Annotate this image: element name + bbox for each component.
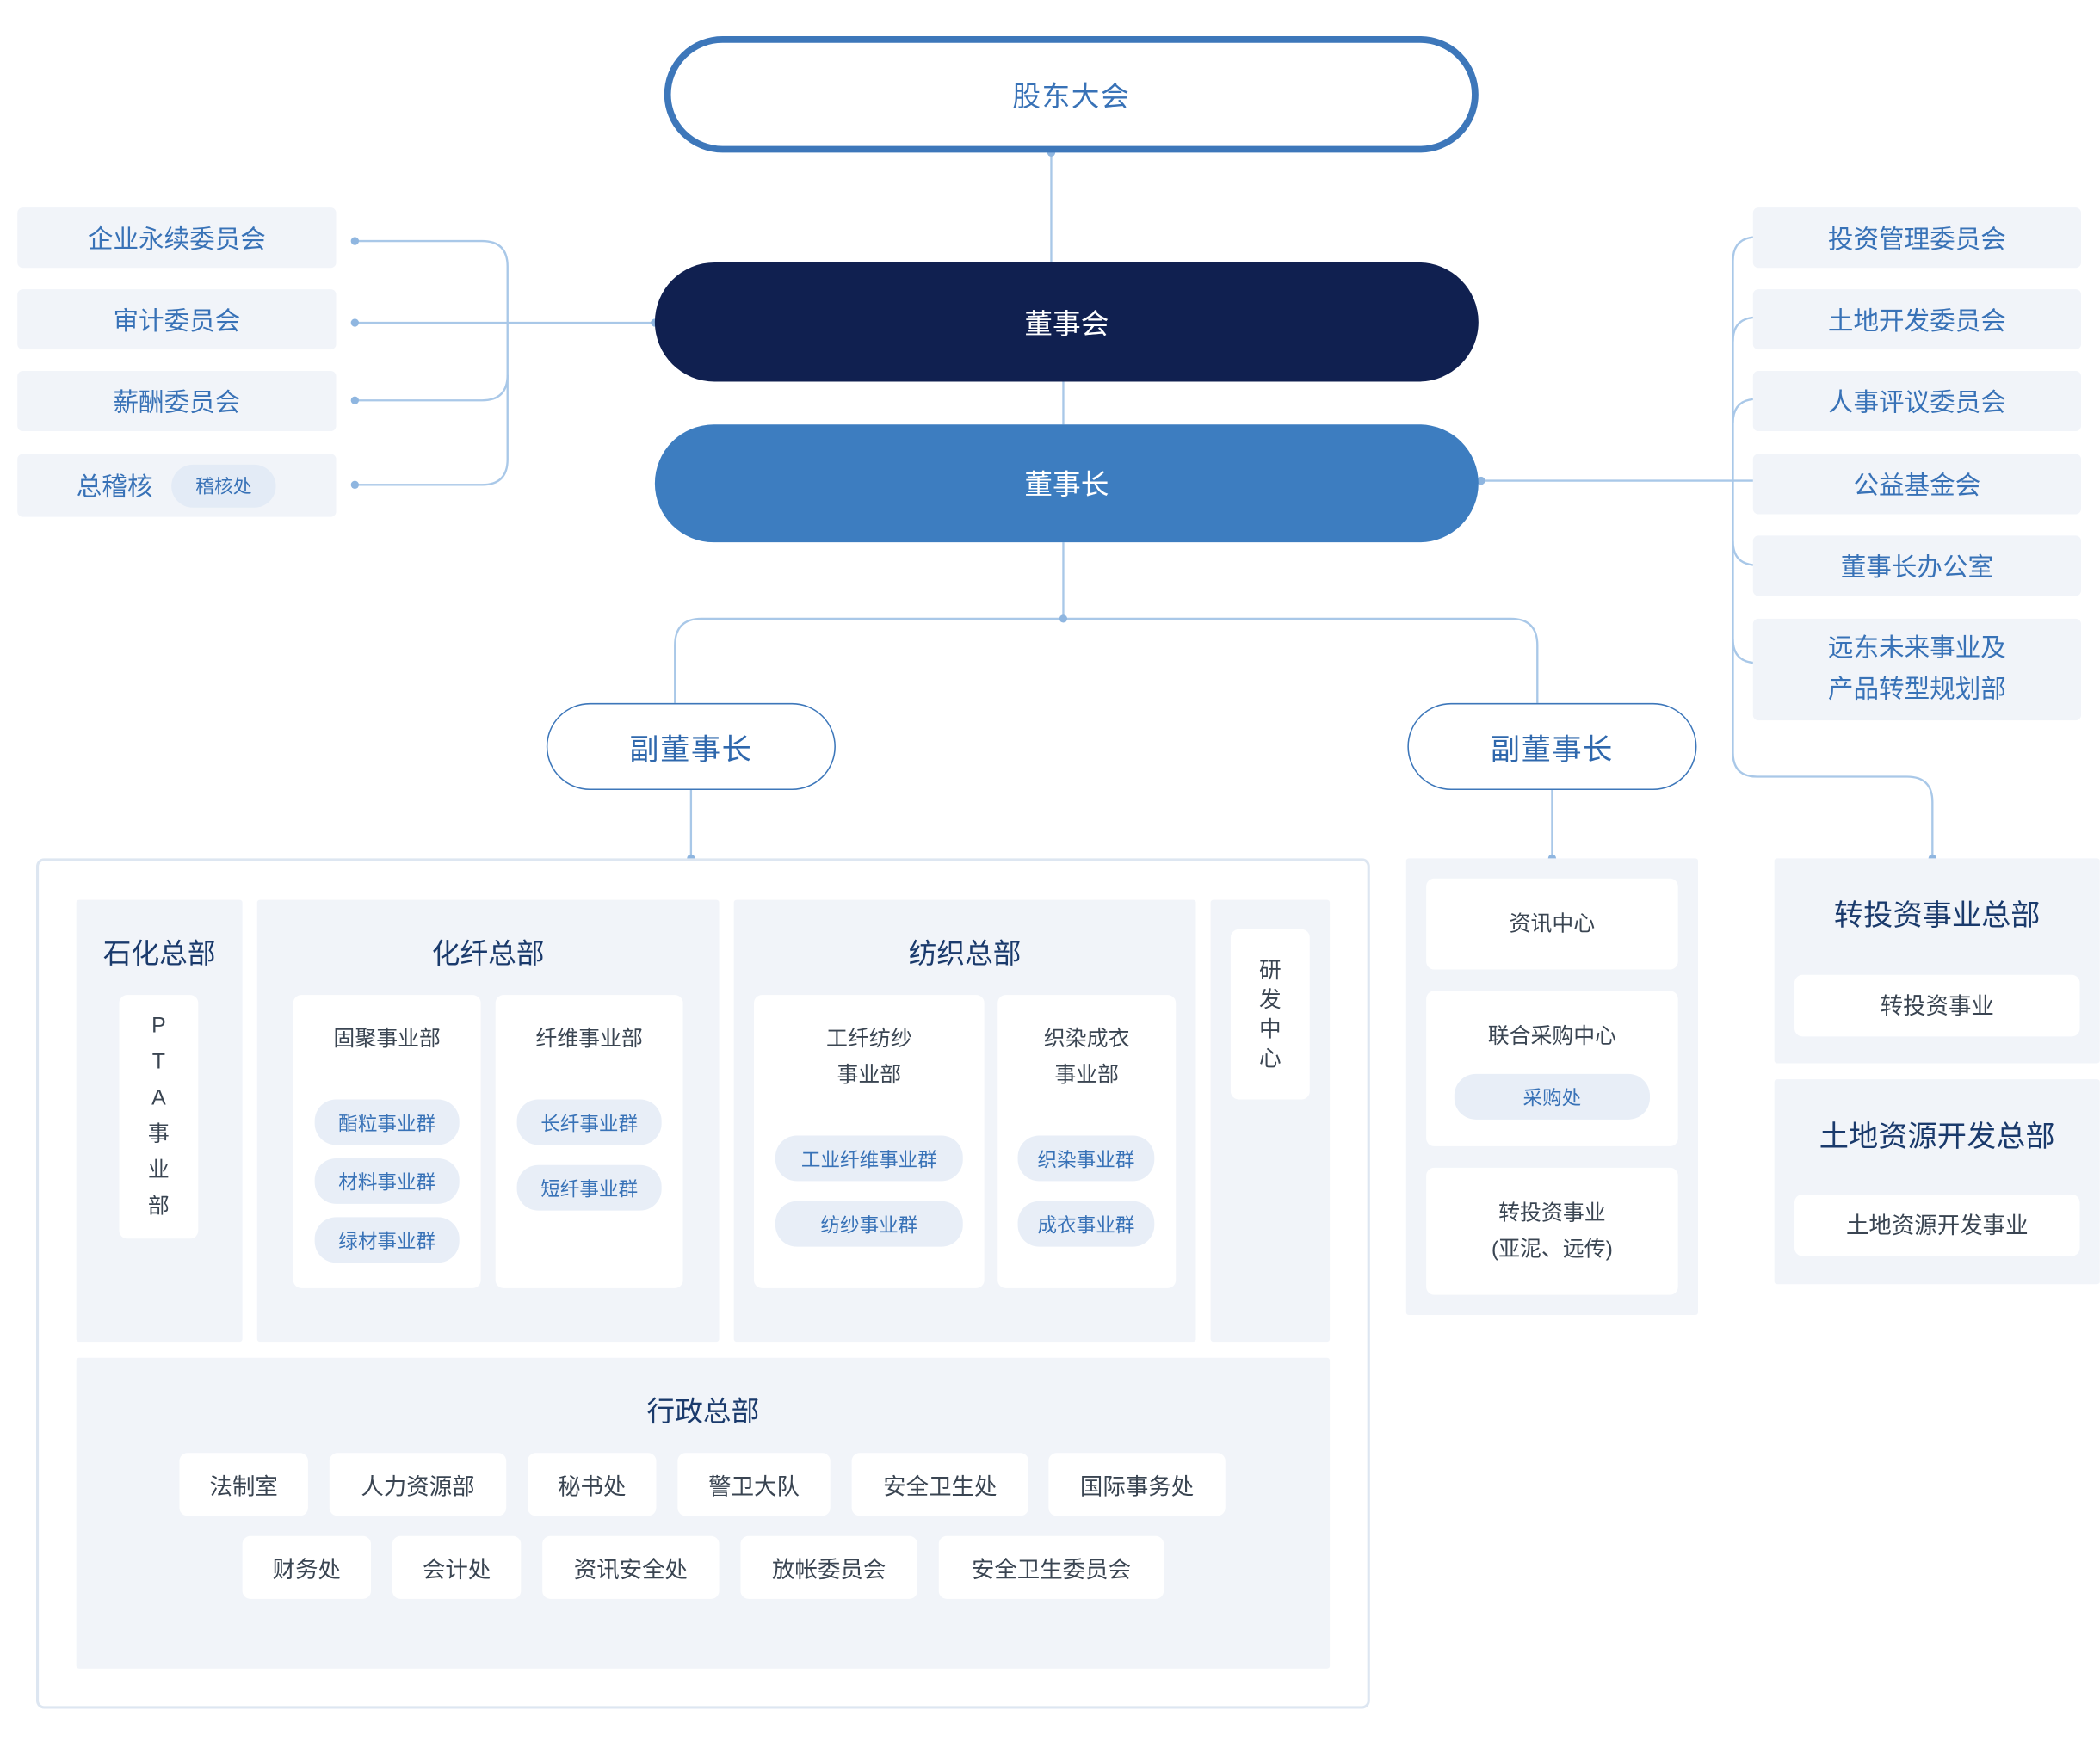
division-name: 纤维事业部 — [535, 1028, 643, 1052]
vice-chairman-label: 副董事长 — [629, 732, 753, 766]
unit-investment-committee: 投资管理委员会 — [1752, 207, 2082, 269]
investment-business-label: 转投资事业 — [1880, 992, 1994, 1019]
fiber-division: 纤维事业部 长纤事业群 短纤事业群 — [495, 995, 683, 1288]
rnd-center-label: 研 发 中 心 — [1259, 958, 1282, 1071]
admin-dept: 资讯安全处 — [542, 1535, 720, 1599]
unit-land-development-committee: 土地开发委员会 — [1752, 289, 2082, 350]
land-resources-business-label: 土地资源开发事业 — [1845, 1212, 2029, 1238]
textile-title: 纺织总部 — [908, 938, 1022, 970]
admin-dept: 放帐委员会 — [740, 1535, 917, 1599]
unit-future-planning: 远东未来事业及 产品转型规划部 — [1752, 618, 2082, 721]
chemical-fiber-title: 化纤总部 — [431, 938, 545, 970]
admin-dept: 安全卫生委员会 — [938, 1535, 1164, 1599]
administration-title: 行政总部 — [646, 1396, 760, 1428]
chief-auditor-node: 总稽核 稽核处 — [17, 454, 337, 517]
committee-compensation: 薪酬委员会 — [17, 371, 337, 432]
chemical-fiber-hq: 化纤总部 固聚事业部 酯粒事业群 材料事业群 绿材事业群 纤维事业部 长纤事业群… — [256, 899, 720, 1343]
division-name: 工纤纺纱 事业部 — [826, 1028, 912, 1088]
board-of-directors-node: 董事会 — [654, 262, 1479, 382]
unit-charity-foundation: 公益基金会 — [1752, 454, 2082, 515]
business-group-chip: 成衣事业群 — [1017, 1201, 1155, 1247]
land-resources-hq-title: 土地资源开发总部 — [1819, 1119, 2055, 1153]
info-center: 资讯中心 — [1426, 878, 1678, 970]
business-group-chip: 短纤事业群 — [516, 1164, 662, 1211]
textile-hq: 纺织总部 工纤纺纱 事业部 工业纤维事业群 纺纱事业群 织染成衣 事业部 织染事… — [733, 899, 1196, 1343]
business-group-chip: 工业纤维事业群 — [775, 1135, 963, 1182]
vice-chairman-label: 副董事长 — [1490, 732, 1614, 766]
administration-hq: 行政总部 法制室 人力资源部 秘书处 警卫大队 安全卫生处 国际事务处 财务处 … — [76, 1357, 1331, 1669]
committee-label: 薪酬委员会 — [113, 389, 241, 418]
petrochemical-hq: 石化总部 P T A 事 业 部 — [76, 899, 243, 1343]
industrial-spinning-division: 工纤纺纱 事业部 工业纤维事业群 纺纱事业群 — [754, 995, 985, 1288]
investee-business: 转投资事业 (亚泥、远传) — [1426, 1167, 1678, 1295]
admin-dept: 会计处 — [392, 1535, 522, 1599]
committee-label: 企业永续委员会 — [87, 225, 266, 255]
chairman-label: 董事长 — [1024, 470, 1109, 501]
committee-label: 审计委员会 — [113, 307, 241, 336]
info-center-label: 资讯中心 — [1509, 912, 1596, 935]
admin-dept: 人力资源部 — [329, 1453, 507, 1516]
investment-hq: 转投资事业总部 转投资事业 — [1774, 858, 2100, 1064]
unit-label-line1: 远东未来事业及 — [1827, 634, 2006, 664]
admin-dept: 法制室 — [179, 1453, 308, 1516]
unit-label: 董事长办公室 — [1840, 554, 1994, 583]
shareholders-meeting-label: 股东大会 — [1012, 81, 1131, 112]
unit-label: 公益基金会 — [1853, 472, 1981, 501]
admin-dept: 秘书处 — [528, 1453, 657, 1516]
unit-label: 投资管理委员会 — [1827, 225, 2006, 255]
admin-dept: 警卫大队 — [677, 1453, 831, 1516]
investment-business: 转投资事业 — [1794, 974, 2080, 1037]
vice-chairman-left: 副董事长 — [546, 702, 836, 791]
division-name: 固聚事业部 — [333, 1028, 441, 1052]
petrochemical-title: 石化总部 — [102, 938, 216, 970]
land-resources-business: 土地资源开发事业 — [1794, 1194, 2080, 1256]
division-name: 织染成衣 事业部 — [1043, 1028, 1130, 1088]
polymer-division: 固聚事业部 酯粒事业群 材料事业群 绿材事业群 — [293, 995, 481, 1288]
vice-chairman-right: 副董事长 — [1407, 702, 1697, 791]
committee-audit: 审计委员会 — [17, 289, 337, 350]
business-group-chip: 纺纱事业群 — [775, 1201, 963, 1247]
unit-label: 土地开发委员会 — [1827, 307, 2006, 336]
investment-hq-title: 转投资事业总部 — [1833, 898, 2041, 932]
admin-dept: 国际事务处 — [1048, 1453, 1226, 1516]
business-group-chip: 酯粒事业群 — [314, 1099, 460, 1145]
procurement-label: 联合采购中心 — [1487, 1025, 1617, 1049]
joint-procurement-center: 联合采购中心 采购处 — [1426, 991, 1678, 1146]
vice-chairman-right-units: 资讯中心 联合采购中心 采购处 转投资事业 (亚泥、远传) — [1405, 858, 1699, 1315]
rnd-center: 研 发 中 心 — [1210, 899, 1331, 1343]
business-group-chip: 材料事业群 — [314, 1158, 460, 1204]
procurement-office-tag: 采购处 — [1454, 1073, 1650, 1120]
admin-dept: 安全卫生处 — [851, 1453, 1029, 1516]
unit-chairman-office: 董事长办公室 — [1752, 535, 2082, 596]
business-group-chip: 长纤事业群 — [516, 1099, 662, 1145]
land-resources-hq: 土地资源开发总部 土地资源开发事业 — [1774, 1079, 2100, 1285]
rnd-center-card: 研 发 中 心 — [1230, 929, 1310, 1100]
investee-business-label: 转投资事业 (亚泥、远传) — [1491, 1201, 1613, 1261]
pta-division-label: P T A 事 业 部 — [147, 1015, 170, 1219]
chairman-node: 董事长 — [654, 424, 1479, 543]
admin-dept: 财务处 — [242, 1535, 372, 1599]
unit-label: 人事评议委员会 — [1827, 389, 2006, 418]
business-group-chip: 绿材事业群 — [314, 1217, 460, 1263]
unit-personnel-review-committee: 人事评议委员会 — [1752, 371, 2082, 432]
unit-label-line2: 产品转型规划部 — [1827, 676, 2006, 705]
business-group-chip: 织染事业群 — [1017, 1135, 1155, 1182]
board-label: 董事会 — [1024, 308, 1109, 340]
shareholders-meeting-node: 股东大会 — [664, 36, 1479, 153]
audit-office-tag: 稽核处 — [171, 464, 276, 507]
chief-auditor-label: 总稽核 — [76, 473, 153, 503]
committee-sustainability: 企业永续委员会 — [17, 207, 337, 269]
pta-division: P T A 事 业 部 — [119, 995, 199, 1239]
dyeing-garment-division: 织染成衣 事业部 织染事业群 成衣事业群 — [998, 995, 1177, 1288]
